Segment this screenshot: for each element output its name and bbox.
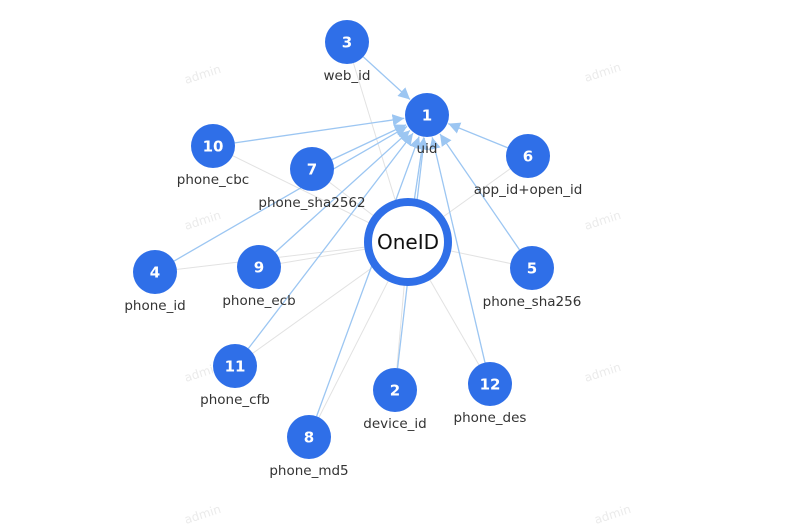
- node-7[interactable]: 7 phone_sha2562: [258, 147, 366, 211]
- node-number: 7: [307, 161, 317, 179]
- edge-center-to-1: [413, 137, 428, 199]
- directed-edges: [173, 56, 521, 417]
- node-number: 3: [342, 34, 352, 52]
- node-circle[interactable]: [290, 147, 334, 191]
- node-label: phone_sha256: [483, 294, 582, 310]
- watermark-text: admin: [183, 502, 223, 527]
- node-number: 1: [422, 107, 432, 125]
- node-circle[interactable]: [213, 344, 257, 388]
- center-node-label: OneID: [377, 230, 439, 254]
- edge-3-to-1: [362, 56, 411, 100]
- node-circle[interactable]: [373, 368, 417, 412]
- node-circle[interactable]: [287, 415, 331, 459]
- node-2[interactable]: 2 device_id: [363, 368, 427, 432]
- edge-10-to-1: [234, 114, 405, 144]
- edge-6-to-1: [448, 122, 508, 149]
- node-label: phone_ecb: [222, 293, 295, 309]
- watermark-text: admin: [583, 208, 623, 233]
- node-number: 4: [150, 264, 160, 282]
- watermark-text: admin: [593, 502, 633, 527]
- node-label: phone_sha2562: [258, 195, 365, 211]
- node-number: 2: [390, 382, 400, 400]
- node-12[interactable]: 12 phone_des: [454, 362, 527, 426]
- node-circle[interactable]: [506, 134, 550, 178]
- node-circle[interactable]: [510, 246, 554, 290]
- node-6[interactable]: 6 app_id+open_id: [474, 134, 583, 198]
- node-label: app_id+open_id: [474, 182, 583, 198]
- node-label: uid: [417, 141, 438, 157]
- node-3[interactable]: 3 web_id: [324, 20, 371, 84]
- node-number: 10: [203, 138, 224, 156]
- node-11[interactable]: 11 phone_cfb: [200, 344, 270, 408]
- edge-4-to-1: [173, 125, 408, 262]
- edge-5-to-1: [439, 133, 521, 251]
- node-label: phone_des: [454, 410, 527, 426]
- edge-7-to-1: [331, 124, 407, 161]
- edge-8-to-1: [315, 136, 421, 417]
- node-4[interactable]: 4 phone_id: [124, 250, 186, 314]
- node-5[interactable]: 5 phone_sha256: [483, 246, 582, 310]
- node-circle[interactable]: [468, 362, 512, 406]
- node-number: 8: [304, 429, 314, 447]
- node-center-oneid[interactable]: OneID: [364, 198, 452, 286]
- nodes: OneID 1 uid 3 web_id 10 phone_cbc 7 phone_sha256…: [124, 20, 582, 479]
- edge-12-to-1: [429, 137, 486, 363]
- edge-11-to-1: [247, 132, 414, 349]
- node-label: phone_id: [124, 298, 185, 314]
- watermark-text: admin: [583, 60, 623, 85]
- node-label: phone_cbc: [177, 172, 249, 188]
- node-10[interactable]: 10 phone_cbc: [177, 124, 249, 188]
- edge-9-to-1: [274, 129, 411, 253]
- node-label: web_id: [324, 68, 371, 84]
- node-label: device_id: [363, 416, 426, 432]
- node-label: phone_cfb: [200, 392, 270, 408]
- watermark-text: admin: [183, 62, 223, 87]
- node-number: 11: [225, 358, 246, 376]
- node-circle[interactable]: [405, 93, 449, 137]
- node-circle[interactable]: [191, 124, 235, 168]
- node-circle[interactable]: [237, 245, 281, 289]
- node-1[interactable]: 1 uid: [405, 93, 449, 157]
- node-number: 5: [527, 260, 537, 278]
- node-8[interactable]: 8 phone_md5: [269, 415, 349, 479]
- node-number: 12: [480, 376, 501, 394]
- watermark-text: admin: [183, 208, 223, 233]
- center-node-circle[interactable]: [364, 198, 452, 286]
- node-number: 6: [523, 148, 533, 166]
- node-label: phone_md5: [269, 463, 348, 479]
- node-number: 9: [254, 259, 264, 277]
- node-9[interactable]: 9 phone_ecb: [222, 245, 296, 309]
- node-circle[interactable]: [325, 20, 369, 64]
- node-circle[interactable]: [133, 250, 177, 294]
- watermark-text: admin: [583, 360, 623, 385]
